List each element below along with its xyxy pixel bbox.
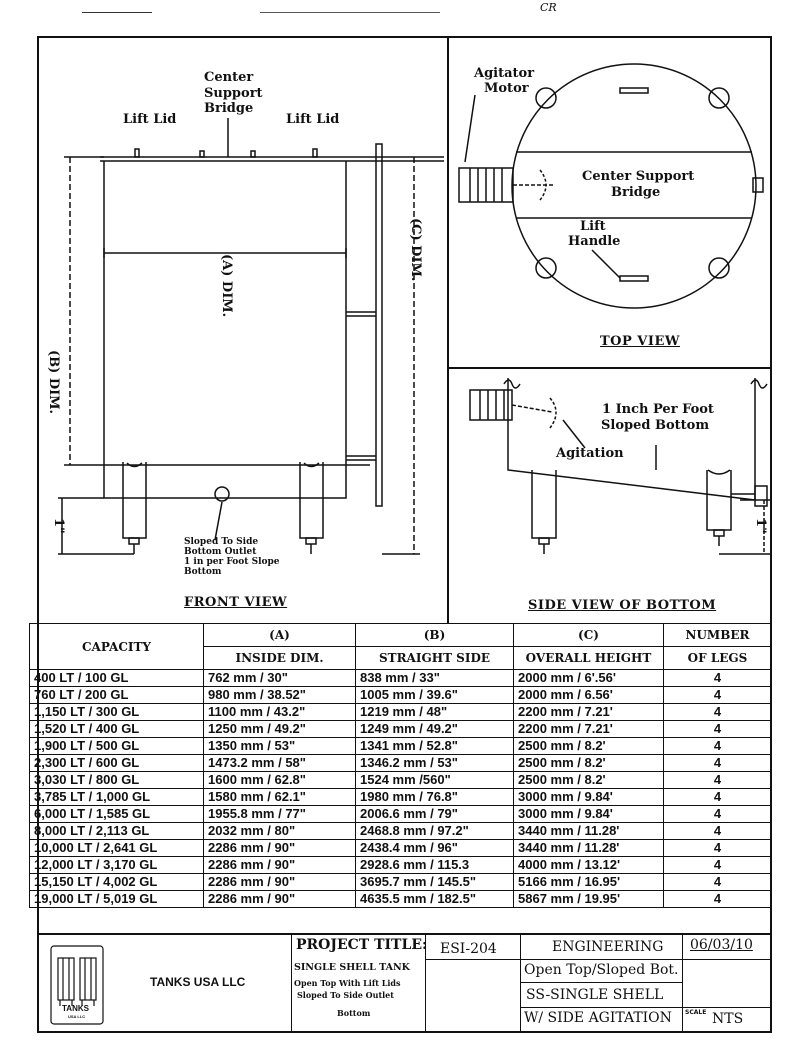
inside-dim-cell: 1350 mm / 53"	[203, 737, 356, 755]
straight-side-cell: 2928.6 mm / 115.3	[355, 856, 514, 874]
straight-side-cell: 1219 mm / 48"	[355, 703, 514, 721]
inside-dim-cell: 1600 mm / 62.8"	[203, 771, 356, 789]
header-c-top: (C)	[513, 623, 664, 647]
overall-height-cell: 3000 mm / 9.84'	[513, 788, 664, 806]
outlet-note-1: Sloped To Side	[184, 537, 259, 547]
straight-side-cell: 1980 mm / 76.8"	[355, 788, 514, 806]
slope-note-line-1: 1 Inch Per Foot	[602, 402, 714, 417]
front-view-title: FRONT VIEW	[184, 595, 288, 610]
inside-dim-cell: 1955.8 mm / 77"	[203, 805, 356, 823]
slope-note-line-2: Sloped Bottom	[601, 418, 710, 433]
company-name: TANKS USA LLC	[150, 975, 246, 989]
header-a-bottom: INSIDE DIM.	[203, 646, 356, 670]
project-title-label: PROJECT TITLE:	[296, 937, 428, 953]
overall-height-cell: 5867 mm / 19.95'	[513, 890, 664, 908]
capacity-table: CAPACITY (A) (B) (C) NUMBER INSIDE DIM. …	[29, 623, 772, 908]
overall-height-cell: 2200 mm / 7.21'	[513, 703, 664, 721]
header-b-bottom: STRAIGHT SIDE	[355, 646, 514, 670]
inside-dim-cell: 1250 mm / 49.2"	[203, 720, 356, 738]
description-1: Open Top/Sloped Bot.	[524, 962, 679, 978]
capacity-cell: 19,000 LT / 5,019 GL	[29, 890, 204, 908]
center-support-line-2: Support	[204, 86, 263, 101]
corner-mark: CR	[540, 1, 557, 14]
lift-handle-line-1: Lift	[580, 219, 606, 234]
logo-text: TANKS	[62, 1004, 89, 1013]
project-line-4: Bottom	[337, 1008, 371, 1018]
capacity-cell: 8,000 LT / 2,113 GL	[29, 822, 204, 840]
project-line-3: Sloped To Side Outlet	[297, 990, 394, 1000]
header-a-top: (A)	[203, 623, 356, 647]
overall-height-cell: 2500 mm / 8.2'	[513, 754, 664, 772]
inside-dim-cell: 2286 mm / 90"	[203, 839, 356, 857]
outlet-note-4: Bottom	[184, 567, 222, 577]
straight-side-cell: 1346.2 mm / 53"	[355, 754, 514, 772]
legs-cell: 4	[663, 890, 772, 908]
inside-dim-cell: 980 mm / 38.52"	[203, 686, 356, 704]
panel-divider-horizontal	[447, 367, 772, 369]
inside-dim-cell: 2286 mm / 90"	[203, 890, 356, 908]
straight-side-cell: 2468.8 mm / 97.2"	[355, 822, 514, 840]
capacity-cell: 12,000 LT / 3,170 GL	[29, 856, 204, 874]
side-view-title: SIDE VIEW OF BOTTOM	[528, 598, 717, 613]
inside-dim-cell: 2286 mm / 90"	[203, 873, 356, 891]
outlet-note-3: 1 in per Foot Slope	[184, 557, 280, 567]
scale-value: NTS	[712, 1011, 744, 1027]
description-3: W/ SIDE AGITATION	[524, 1010, 672, 1026]
overall-height-cell: 2000 mm / 6'.56'	[513, 669, 664, 687]
center-support-line-3: Bridge	[204, 101, 254, 116]
lift-handle-line-2: Handle	[568, 234, 621, 249]
drawing-number: ESI-204	[440, 941, 497, 957]
lift-lid-left-label: Lift Lid	[123, 112, 177, 127]
date-cell	[682, 933, 772, 960]
straight-side-cell: 4635.5 mm / 182.5"	[355, 890, 514, 908]
agitation-label: Agitation	[556, 446, 624, 461]
agitator-motor-line-1: Agitator	[474, 66, 535, 81]
panel-divider-vertical	[447, 36, 449, 624]
drawing-date: 06/03/10	[690, 937, 753, 953]
department: ENGINEERING	[552, 939, 664, 955]
top-view-title: TOP VIEW	[600, 334, 680, 349]
outlet-note-2: Bottom Outlet	[184, 547, 257, 557]
straight-side-cell: 1249 mm / 49.2"	[355, 720, 514, 738]
header-legs-bottom: OF LEGS	[663, 646, 772, 670]
straight-side-cell: 838 mm / 33"	[355, 669, 514, 687]
project-line-2: Open Top With Lift Lids	[294, 978, 401, 988]
scale-cell	[682, 1007, 772, 1033]
top-edge-line-2	[260, 12, 440, 13]
agitator-motor-line-2: Motor	[484, 81, 529, 96]
scale-label: SCALE	[685, 1009, 707, 1016]
lift-lid-right-label: Lift Lid	[286, 112, 340, 127]
inside-dim-cell: 2286 mm / 90"	[203, 856, 356, 874]
header-b-top: (B)	[355, 623, 514, 647]
top-center-support-line-2: Bridge	[611, 185, 661, 200]
description-2: SS-SINGLE SHELL	[526, 987, 664, 1003]
project-line-1: SINGLE SHELL TANK	[294, 962, 410, 973]
overall-height-cell: 5166 mm / 16.95'	[513, 873, 664, 891]
capacity-cell: 2,300 LT / 600 GL	[29, 754, 204, 772]
straight-side-cell: 1341 mm / 52.8"	[355, 737, 514, 755]
logo-subtext: USA LLC	[68, 1014, 86, 1019]
inside-dim-cell: 1473.2 mm / 58"	[203, 754, 356, 772]
header-c-bottom: OVERALL HEIGHT	[513, 646, 664, 670]
center-support-line-1: Center	[204, 70, 254, 85]
overall-height-cell: 2500 mm / 8.2'	[513, 737, 664, 755]
top-edge-line	[82, 12, 152, 13]
top-center-support-line-1: Center Support	[582, 169, 695, 184]
straight-side-cell: 1524 mm /560"	[355, 771, 514, 789]
